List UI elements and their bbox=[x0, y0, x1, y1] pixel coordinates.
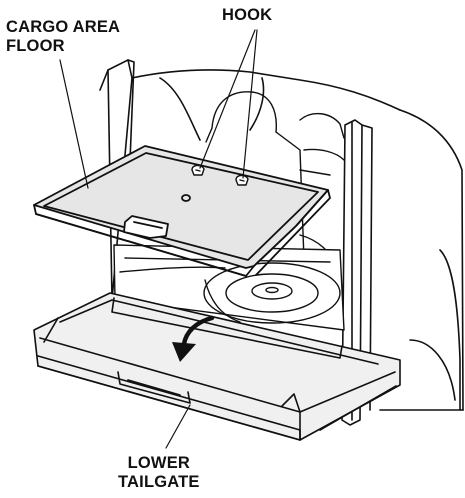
hook-label: HOOK bbox=[222, 6, 273, 24]
cargo-area-floor-label: CARGO AREA FLOOR bbox=[6, 18, 121, 55]
tailgate-leader bbox=[165, 404, 191, 449]
cargo-area-floor-panel bbox=[33, 145, 331, 277]
fold-direction-arrow bbox=[172, 315, 215, 362]
hook-leader-left bbox=[199, 29, 256, 169]
leader-lines bbox=[59, 29, 258, 449]
hook-leader-right bbox=[242, 29, 258, 179]
lower-tailgate bbox=[33, 292, 401, 441]
lower-tailgate-label: LOWER TAILGATE bbox=[118, 454, 200, 491]
cargo-floor-leader bbox=[59, 59, 89, 189]
spare-tire bbox=[203, 262, 341, 324]
